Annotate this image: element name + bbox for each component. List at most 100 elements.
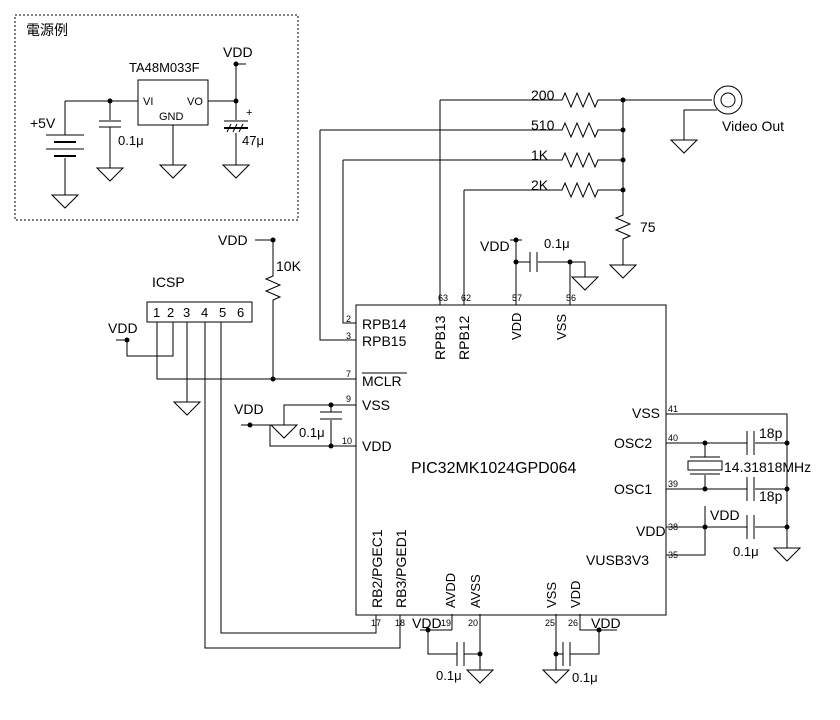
pin-number: 17 (371, 618, 381, 628)
pin-label-vss: VSS (362, 397, 390, 413)
pin-number: 39 (668, 479, 678, 489)
icsp-pin-label: 4 (201, 305, 208, 320)
pin-number: 3 (346, 331, 351, 341)
pin-label-mclr: MCLR (362, 373, 402, 389)
icsp-title: ICSP (152, 274, 185, 290)
ground-symbol (541, 669, 571, 684)
pin-number: 10 (342, 436, 352, 446)
bottom-left-decoupling: VDD 0.1μ (412, 614, 495, 684)
icsp-mclr-wire (156, 322, 356, 380)
video-bus-and-75ohm (614, 100, 632, 265)
junction (513, 259, 519, 265)
regulator-vi-label: VI (143, 96, 153, 108)
icsp-pged-wire (204, 322, 401, 649)
pin-label-rpb12: RPB12 (456, 315, 472, 360)
junction (270, 237, 276, 243)
junction (124, 337, 130, 343)
junction (247, 422, 253, 428)
video-out-jack-center (720, 92, 736, 108)
junction (702, 440, 708, 446)
junction (233, 98, 239, 104)
osc-vss-wire (666, 413, 788, 548)
junction (567, 259, 573, 265)
pin-number: 2 (346, 314, 351, 324)
top-cap-value: 0.1μ (544, 236, 570, 251)
video-out-label: Video Out (722, 118, 784, 134)
bottom-right-vdd-label: VDD (591, 615, 621, 631)
ground-symbol (158, 164, 188, 179)
icsp-pin-label: 2 (167, 305, 174, 320)
resistor-75-label: 75 (640, 219, 656, 235)
crystal-frequency: 14.31818MHz (724, 459, 811, 475)
wire-rpb14 (342, 160, 356, 324)
ground-symbol (95, 167, 125, 182)
oscillator-circuit: 14.31818MHz 18p 18p VDD 0.1μ (666, 413, 811, 562)
pin-label-vdd-bottom: VDD (568, 581, 583, 608)
pin-number: 9 (346, 394, 351, 404)
pin-label-vdd-top: VDD (509, 313, 524, 340)
junction (596, 627, 602, 633)
resistor-510 (320, 121, 623, 139)
mcu-part-number: PIC32MK1024GPD064 (411, 460, 577, 477)
pin-label-vdd: VDD (362, 438, 392, 454)
junction (784, 486, 790, 492)
resistor-200-label: 200 (531, 87, 555, 103)
ground-symbol (172, 401, 202, 416)
mclr-pullup-resistor (255, 239, 282, 379)
top-vdd-label: VDD (480, 238, 510, 254)
icsp-header: ICSP 1 2 3 4 5 6 VDD VDD 10K (108, 232, 401, 649)
pin-label-rpb14: RPB14 (362, 316, 407, 332)
resistor-2k-label: 2K (531, 177, 549, 193)
resistor-200 (440, 91, 623, 109)
ground-symbol (269, 424, 299, 439)
icsp-pin-label: 5 (219, 305, 226, 320)
power-example-frame (14, 14, 299, 221)
ground-symbol (608, 264, 638, 279)
resistor-510-label: 510 (531, 117, 555, 133)
pin-number: 56 (566, 293, 576, 303)
pin-label-osc2: OSC2 (614, 435, 652, 451)
left-decoupling-wire (241, 404, 356, 447)
icsp-pin-label: 3 (183, 305, 190, 320)
left-vdd-label: VDD (234, 401, 264, 417)
bottom-left-cap-value: 0.1μ (436, 668, 462, 683)
pin-label-vdd-right: VDD (636, 523, 666, 539)
regulator-vo-label: VO (187, 96, 203, 108)
icsp-vdd-label: VDD (108, 320, 138, 336)
bottom-right-cap-value: 0.1μ (572, 670, 598, 685)
pin-label-vss-right: VSS (632, 405, 660, 421)
pin-number: 25 (545, 618, 555, 628)
wire-rpb15 (319, 130, 356, 341)
junction (702, 524, 708, 530)
pullup-value: 10K (276, 258, 302, 274)
junction (513, 237, 519, 243)
junction (702, 486, 708, 492)
vusb-cap-value: 0.1μ (733, 544, 759, 559)
junction (328, 443, 334, 449)
power-input-wire (64, 100, 138, 195)
junction (553, 651, 559, 657)
pin-label-rpb15: RPB15 (362, 333, 407, 349)
pin-label-pgec1: RB2/PGEC1 (369, 529, 385, 608)
regulator-name: TA48M033F (129, 60, 200, 75)
osc-cap-top-value: 18p (759, 425, 783, 441)
pin-label-avss: AVSS (468, 574, 483, 608)
pin-number: 18 (395, 618, 405, 628)
battery-symbol (46, 134, 84, 157)
left-decoupling: VDD 0.1μ (234, 401, 356, 449)
left-cap-value: 0.1μ (299, 425, 325, 440)
cap-polarity-mark: + (246, 107, 252, 119)
ground-symbol (221, 164, 251, 179)
resistor-1k (343, 151, 623, 169)
junction (270, 376, 276, 382)
power-example-title: 電源例 (26, 22, 68, 38)
junction (620, 187, 626, 193)
junction (620, 157, 626, 163)
icsp-pin-label: 1 (153, 305, 160, 320)
pin-number: 20 (468, 618, 478, 628)
regulator-gnd-label: GND (159, 111, 184, 123)
video-out-jack-icon (713, 85, 743, 115)
junction (784, 440, 790, 446)
